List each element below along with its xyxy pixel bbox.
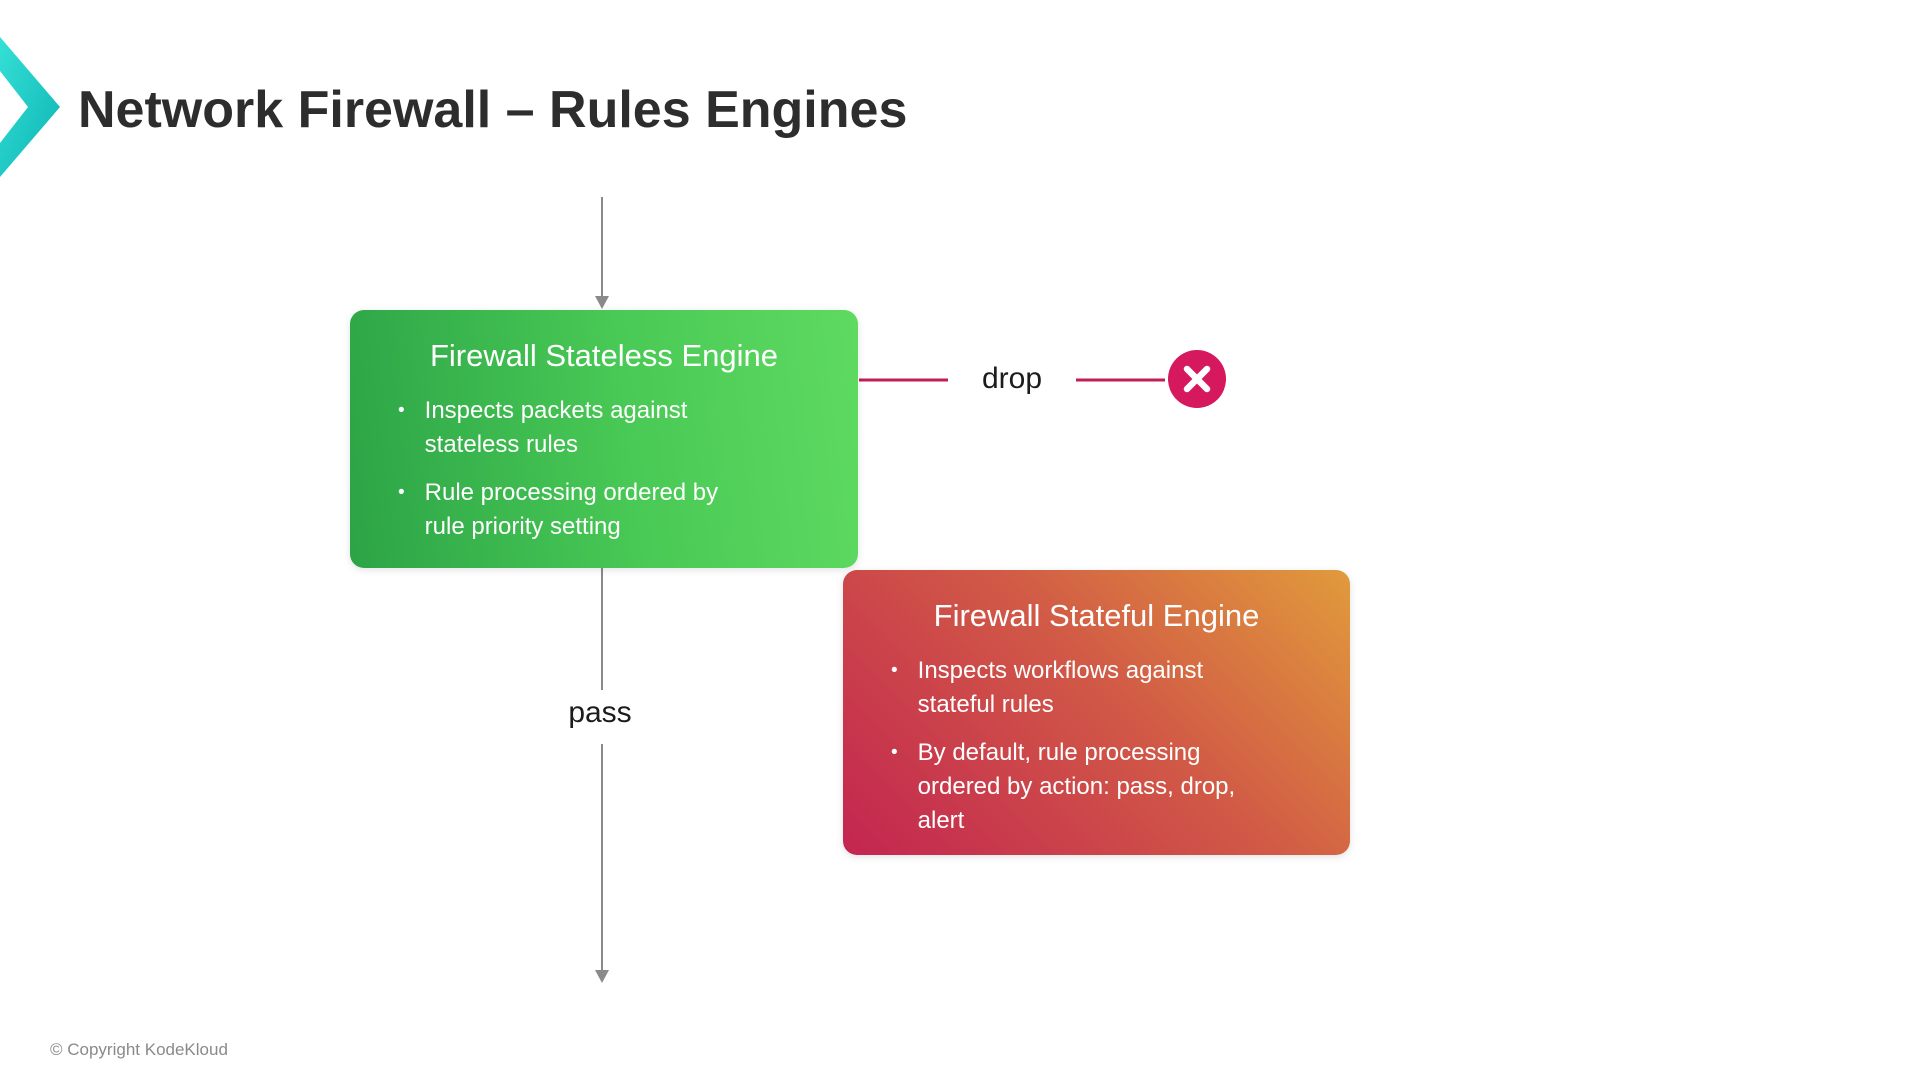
bullet-text: Inspects workflows against stateful rule…: [917, 657, 1204, 719]
list-item: • Inspects packets against stateless rul…: [390, 394, 818, 462]
incoming-arrow: [595, 197, 609, 309]
stateful-engine-title: Firewall Stateful Engine: [933, 598, 1260, 633]
bullet-dot-icon: •: [891, 742, 898, 764]
pass-arrow: [595, 568, 609, 983]
list-item: • Rule processing ordered by rule priori…: [390, 476, 818, 544]
bullet-text: By default, rule processing ordered by a…: [917, 739, 1236, 835]
bullet-dot-icon: •: [398, 482, 405, 504]
stateless-engine-title: Firewall Stateless Engine: [429, 338, 779, 373]
kodekloud-chevron-logo: [0, 37, 60, 177]
bullet-dot-icon: •: [398, 400, 405, 421]
bullet-text: Rule processing ordered by rule priority…: [424, 479, 719, 541]
arrowhead-down-icon: [595, 296, 609, 309]
x-mark-icon: [1168, 350, 1226, 408]
stateless-engine-box: Firewall Stateless Engine • Inspects pac…: [350, 310, 858, 568]
bullet-dot-icon: •: [891, 660, 898, 681]
list-item: • Inspects workflows against stateful ru…: [883, 654, 1310, 722]
list-item: • By default, rule processing ordered by…: [883, 736, 1310, 838]
pass-label: pass: [536, 696, 664, 730]
chevron-shape: [0, 37, 60, 177]
page-title: Network Firewall – Rules Engines: [78, 81, 908, 139]
bullet-text: Inspects packets against stateless rules: [424, 397, 688, 459]
drop-label: drop: [948, 362, 1076, 396]
arrowhead-down-icon: [595, 970, 609, 983]
stateful-engine-box: Firewall Stateful Engine • Inspects work…: [843, 570, 1350, 855]
stateless-bullet-list: • Inspects packets against stateless rul…: [390, 394, 818, 544]
copyright-text: © Copyright KodeKloud: [50, 1040, 228, 1059]
stateful-bullet-list: • Inspects workflows against stateful ru…: [883, 654, 1310, 838]
